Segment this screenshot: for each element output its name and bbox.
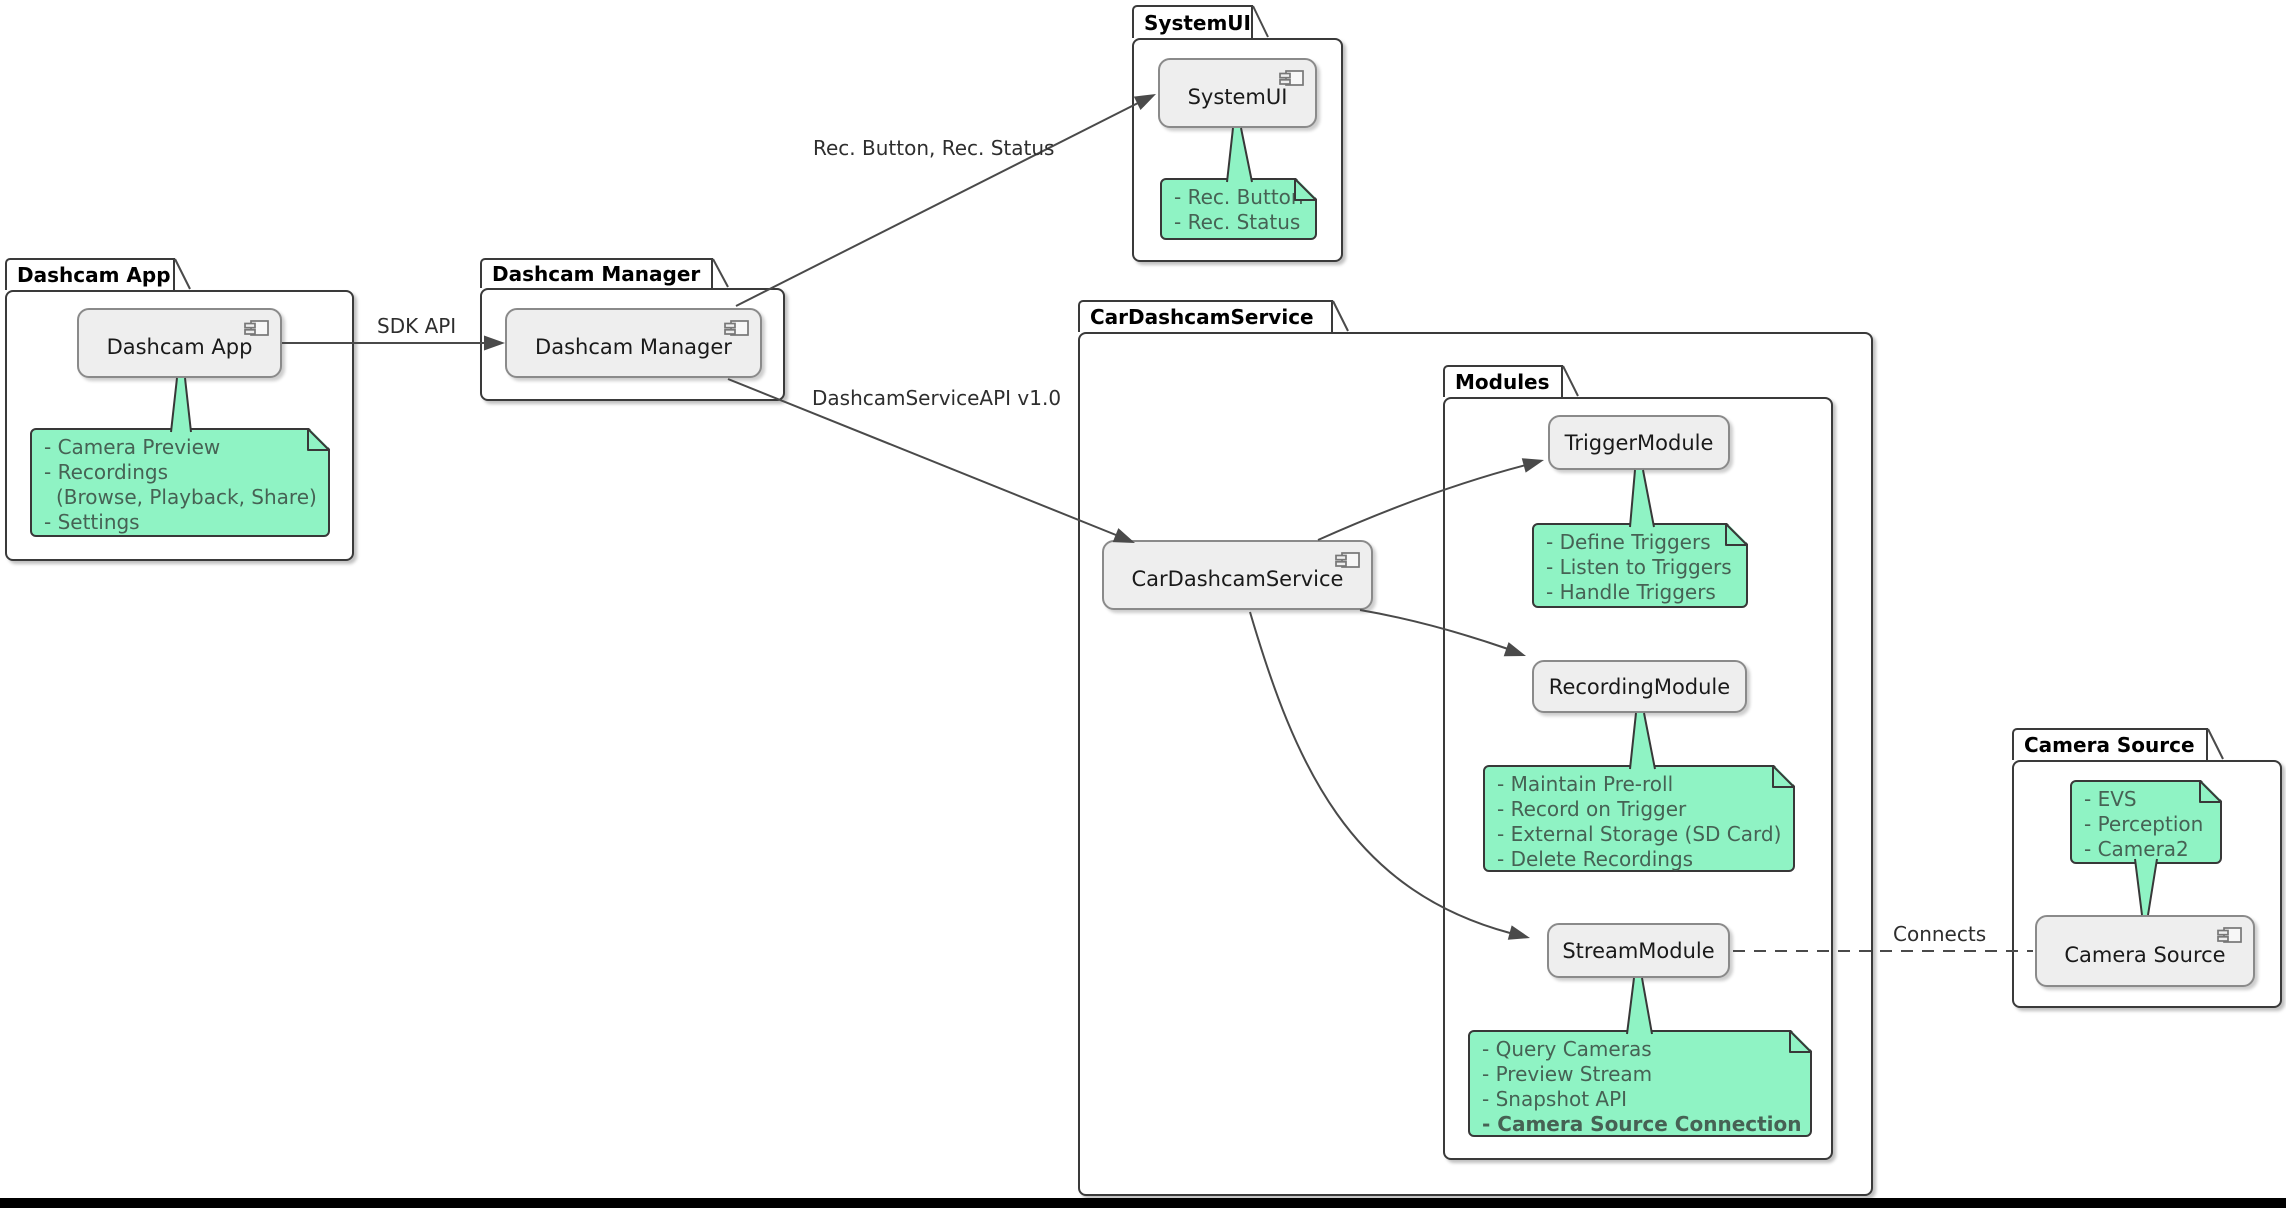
note-recording-module: - Maintain Pre-roll - Record on Trigger … (1483, 765, 1795, 872)
component-systemui: SystemUI (1158, 58, 1317, 128)
component-label: SystemUI (1187, 85, 1288, 109)
edge-label-connects: Connects (1893, 922, 1987, 946)
note-line: - Camera2 (2084, 837, 2189, 861)
note-line: - Maintain Pre-roll (1497, 772, 1674, 796)
component-label: Dashcam Manager (535, 335, 732, 359)
note-line: - Snapshot API (1482, 1087, 1628, 1111)
edge-manager-to-systemui (735, 101, 1141, 307)
package-tab-cardashcamservice: CarDashcamService (1078, 300, 1333, 332)
package-title: Dashcam Manager (492, 262, 701, 286)
tab-diagonal (1252, 5, 1269, 38)
package-tab-camera-source: Camera Source (2012, 728, 2208, 760)
component-icon (243, 318, 270, 344)
note-line: - Listen to Triggers (1546, 555, 1732, 579)
tab-diagonal (1332, 300, 1349, 332)
note-line: - Camera Source Connection (1482, 1112, 1802, 1136)
package-tab-dashcam-app: Dashcam App (5, 258, 175, 290)
note-systemui: - Rec. Button - Rec. Status (1160, 178, 1317, 240)
package-title: Modules (1455, 370, 1550, 394)
package-title: Dashcam App (17, 263, 171, 287)
edge-label-rec-button-status: Rec. Button, Rec. Status (813, 136, 1055, 160)
note-line: - Preview Stream (1482, 1062, 1653, 1086)
component-label: RecordingModule (1548, 674, 1731, 699)
component-label: TriggerModule (1564, 430, 1714, 455)
component-icon (723, 318, 750, 344)
note-camera-source: - EVS - Perception - Camera2 (2070, 780, 2222, 864)
note-dashcam-app: - Camera Preview - Recordings (Browse, P… (30, 428, 330, 537)
note-line: - EVS (2084, 787, 2137, 811)
package-tab-dashcam-manager: Dashcam Manager (480, 258, 713, 288)
component-recording-module: RecordingModule (1532, 660, 1747, 713)
note-trigger-module: - Define Triggers - Listen to Triggers -… (1532, 523, 1748, 608)
note-line: - Settings (44, 510, 140, 534)
package-tab-systemui: SystemUI (1132, 5, 1253, 38)
component-label: StreamModule (1562, 938, 1715, 963)
note-line: - Camera Preview (44, 435, 221, 459)
tab-diagonal (2207, 728, 2224, 760)
component-dashcam-manager: Dashcam Manager (505, 308, 762, 378)
edge-label-sdk-api: SDK API (377, 314, 457, 338)
package-title: SystemUI (1144, 10, 1251, 35)
component-label: CarDashcamService (1131, 567, 1344, 591)
note-line: - Handle Triggers (1546, 580, 1716, 604)
bottom-black-bar (0, 1198, 2286, 1208)
component-icon (2216, 925, 2243, 951)
component-dashcam-app: Dashcam App (77, 308, 282, 378)
component-icon (1334, 550, 1361, 576)
component-icon (1278, 68, 1305, 94)
note-line: - Record on Trigger (1497, 797, 1687, 821)
package-title: Camera Source (2024, 733, 2195, 757)
component-trigger-module: TriggerModule (1548, 415, 1730, 470)
note-stream-module: - Query Cameras - Preview Stream - Snaps… (1468, 1030, 1812, 1137)
component-stream-module: StreamModule (1547, 923, 1730, 978)
note-line: - Define Triggers (1546, 530, 1711, 554)
note-line: - Perception (2084, 812, 2204, 836)
edge-label-dashcamserviceapi: DashcamServiceAPI v1.0 (812, 386, 1062, 410)
note-line: - External Storage (SD Card) (1497, 822, 1782, 846)
component-camera-source: Camera Source (2035, 915, 2255, 987)
tab-diagonal (712, 258, 729, 288)
tab-diagonal (174, 258, 191, 290)
note-line: - Delete Recordings (1497, 847, 1694, 871)
package-title: CarDashcamService (1090, 305, 1314, 329)
component-label: Camera Source (2064, 943, 2226, 967)
note-line: (Browse, Playback, Share) (56, 485, 317, 509)
component-cardashcamservice: CarDashcamService (1102, 540, 1373, 610)
note-line: - Rec. Status (1174, 210, 1301, 234)
note-line: - Rec. Button (1174, 185, 1304, 209)
note-line: - Query Cameras (1482, 1037, 1652, 1061)
package-tab-modules: Modules (1443, 365, 1563, 397)
component-label: Dashcam App (106, 335, 253, 359)
note-line: - Recordings (44, 460, 169, 484)
